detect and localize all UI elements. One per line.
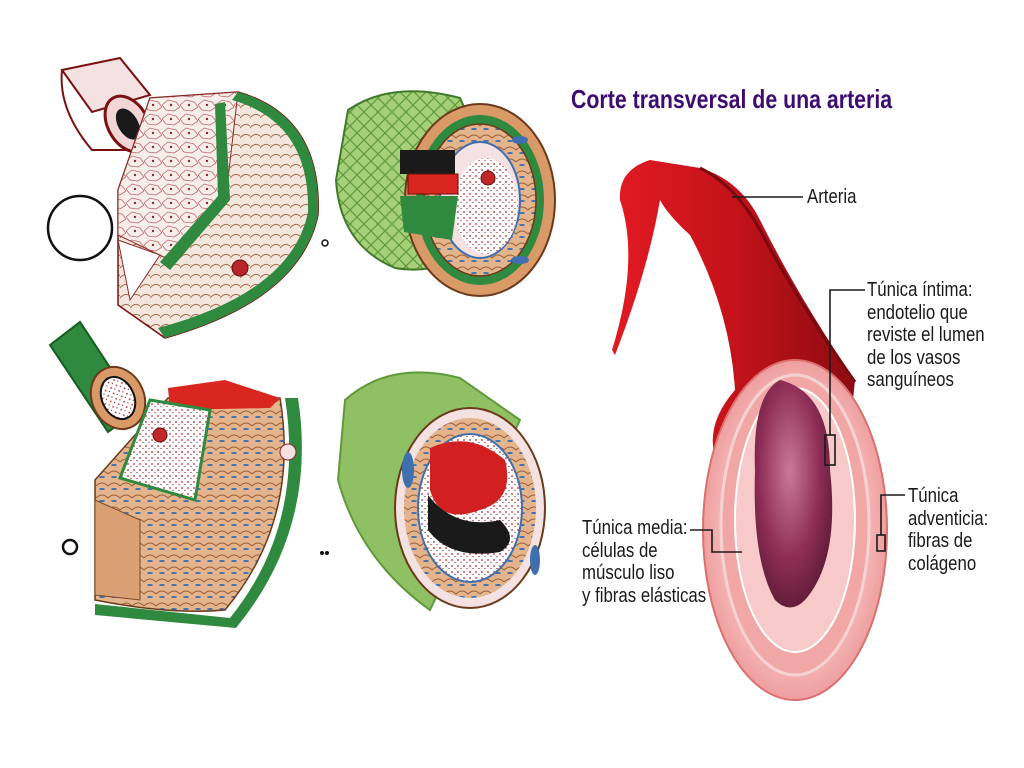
circle-outline-icon: [61, 538, 79, 556]
blood-clot: [430, 441, 508, 515]
green-adventitia-band: [158, 92, 319, 338]
figure-title: Corte transversal de una arteria: [571, 84, 893, 114]
adventicia-leader: [880, 494, 905, 535]
label-arteria: Arteria: [807, 186, 857, 208]
intima-leader: [829, 289, 865, 435]
upper-right-vessel-diagram: [334, 90, 556, 297]
lower-left-vessel-diagram: [48, 320, 324, 628]
artery-illustration: [612, 160, 905, 701]
circle-outline-icon: [46, 194, 114, 262]
green-band-inner: [160, 102, 230, 270]
label-tunica-adventicia: Túnica adventicia: fibras de colágeno: [908, 485, 989, 575]
upper-left-vessel-diagram: [46, 56, 329, 339]
media-leader: [690, 529, 742, 553]
vessel-segment-icon: [48, 320, 147, 434]
label-tunica-media: Túnica media: células de músculo liso y …: [582, 517, 707, 607]
artery-lumen: [754, 380, 833, 608]
vessel-lumen: [454, 158, 518, 254]
lower-right-vessel-diagram: [325, 371, 546, 612]
red-cell-nucleus: [231, 259, 249, 277]
label-tunica-intima: Túnica íntima: endotelio que reviste el …: [867, 279, 985, 391]
